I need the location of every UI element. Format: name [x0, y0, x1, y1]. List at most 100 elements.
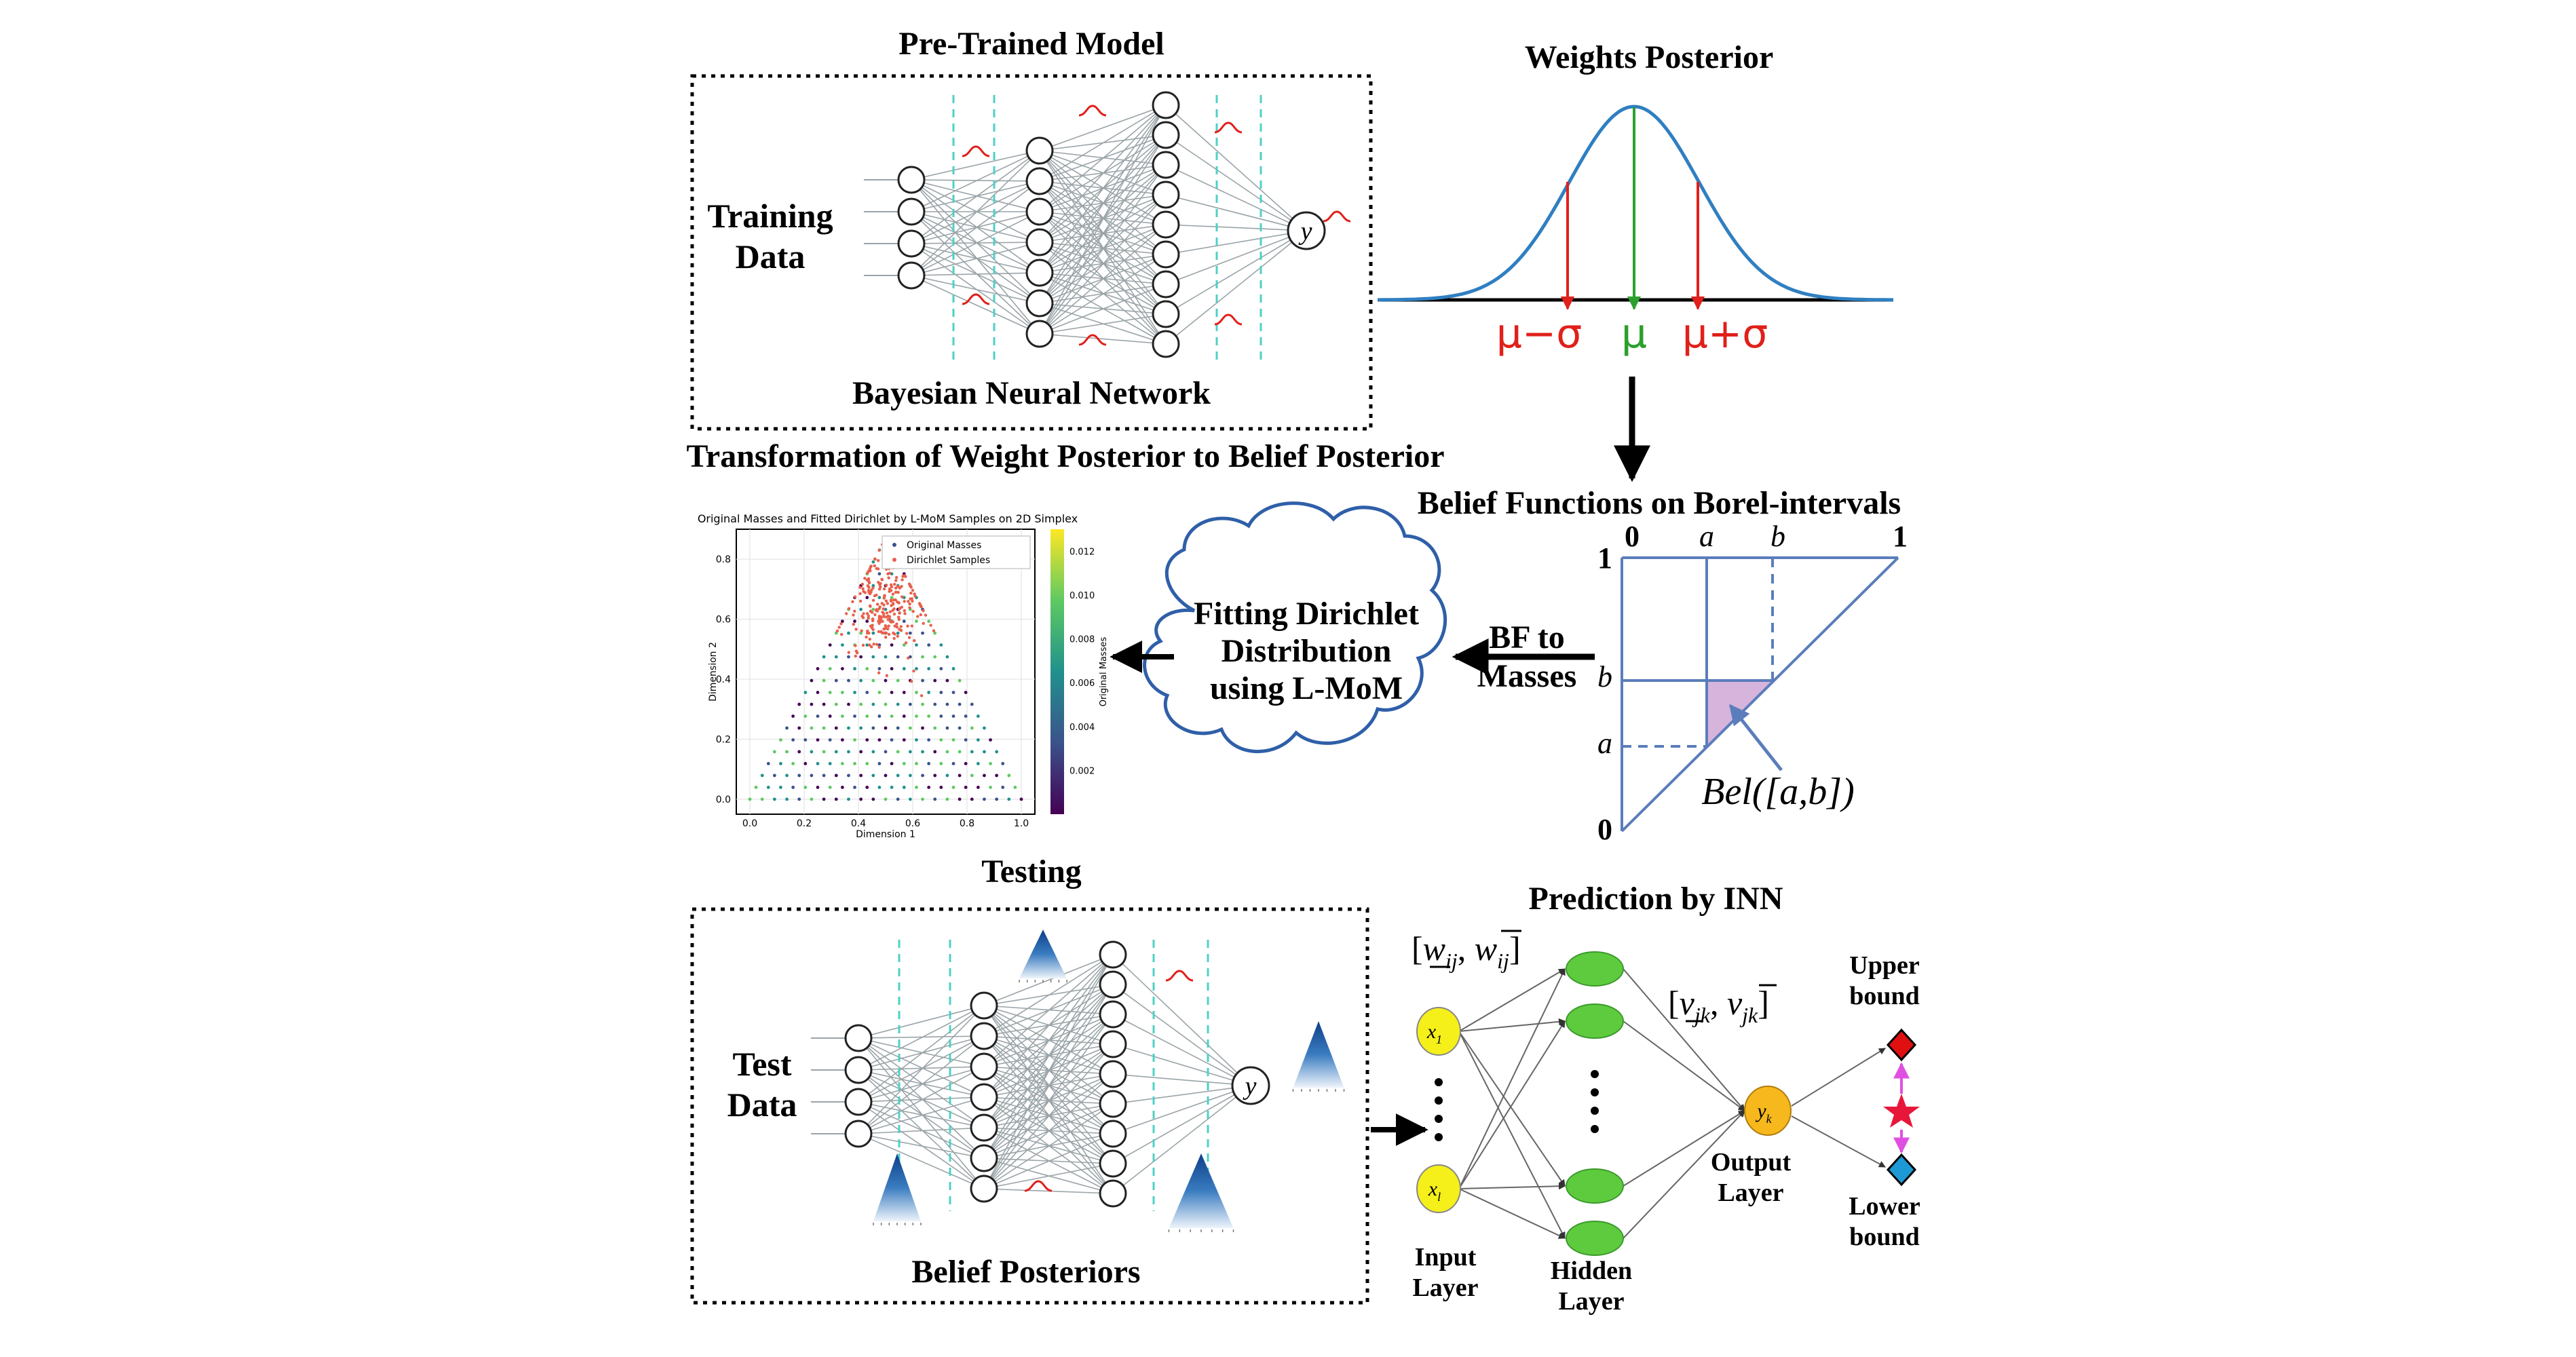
original-mass-point [927, 714, 931, 718]
original-mass-point [828, 667, 832, 670]
colorbar [1050, 529, 1064, 814]
dirichlet-sample-point [884, 627, 888, 630]
original-mass-point [927, 762, 931, 765]
dirichlet-sample-point [867, 577, 871, 581]
original-mass-point [1007, 773, 1011, 778]
cloud-line-1: Fitting Dirichlet [1194, 596, 1419, 632]
dirichlet-sample-point [854, 654, 858, 658]
network-edge [1165, 134, 1307, 231]
original-mass-point [797, 726, 801, 730]
output-symbol: y [1298, 217, 1312, 246]
original-mass-point [884, 655, 888, 659]
y-label-b: b [1597, 660, 1612, 693]
network-edge [858, 1069, 985, 1128]
dirichlet-sample-point [894, 579, 898, 582]
original-mass-point [896, 655, 900, 659]
hidden-node-2 [1566, 1004, 1624, 1039]
original-mass-point [871, 702, 875, 706]
belief-simplex-icon [873, 1153, 921, 1221]
network-edge [911, 243, 1040, 273]
original-mass-point [865, 714, 869, 718]
network-edge [911, 272, 1040, 276]
original-mass-point [908, 702, 912, 706]
dirichlet-sample-point [885, 615, 888, 619]
original-mass-point [890, 786, 894, 789]
network-edge [983, 1044, 1114, 1189]
legend-original-marker [892, 543, 896, 547]
network-edge [911, 275, 1040, 304]
dirichlet-sample-point [869, 565, 873, 568]
original-mass-point [896, 702, 900, 706]
dirichlet-sample-point [853, 609, 856, 613]
network-edge [1039, 104, 1167, 151]
dirichlet-sample-point [882, 587, 886, 591]
original-mass-point [853, 667, 856, 670]
dirichlet-sample-point [897, 617, 901, 622]
original-mass-point [840, 762, 844, 765]
network-node [1099, 970, 1127, 999]
legend-dirichlet-label: Dirichlet Samples [907, 555, 990, 566]
network-edge [911, 243, 1040, 335]
mu-plus-sigma-label: μ+σ [1682, 310, 1768, 358]
dirichlet-sample-point [881, 611, 884, 614]
dirichlet-sample-point [854, 644, 857, 647]
network-edge [1039, 333, 1167, 345]
dirichlet-sample-point [868, 643, 871, 647]
network-edge [1112, 1085, 1251, 1194]
original-mass-point [828, 714, 832, 718]
original-mass-point [908, 750, 912, 754]
network-edge [911, 211, 1040, 276]
network-node [1025, 136, 1054, 165]
dirichlet-sample-point [866, 571, 869, 575]
original-mass-point [945, 655, 949, 659]
original-mass-point [896, 631, 900, 635]
network-node [1099, 1060, 1127, 1088]
prediction-star [1883, 1094, 1920, 1128]
original-mass-point [983, 797, 986, 801]
dirichlet-sample-point [904, 641, 908, 645]
original-mass-point [995, 797, 999, 801]
simplex-scatter-chart: Original Masses and Fitted Dirichlet by … [698, 512, 1109, 840]
dirichlet-sample-point [907, 582, 911, 586]
bf-to-masses-2: Masses [1477, 658, 1577, 694]
original-mass-point [834, 797, 838, 801]
network-node [1099, 1179, 1127, 1208]
network-edge [1039, 104, 1167, 243]
dirichlet-sample-point [852, 623, 856, 626]
dirichlet-sample-point [861, 643, 865, 647]
network-node [970, 1144, 998, 1172]
dirichlet-sample-point [888, 615, 892, 618]
original-mass-point [890, 738, 894, 742]
original-mass-point [915, 714, 918, 718]
y-tick-label: 0.2 [716, 734, 731, 745]
network-edge [911, 180, 1040, 276]
colorbar-label: Original Masses [1099, 637, 1109, 707]
network-edge [983, 1073, 1114, 1189]
original-mass-point [865, 691, 869, 694]
dirichlet-sample-point [893, 632, 896, 636]
original-mass-point [760, 773, 764, 778]
dirichlet-sample-point [897, 615, 901, 619]
dirichlet-sample-point [853, 595, 857, 598]
weight-posterior-icon [962, 145, 990, 157]
original-mass-point [865, 738, 869, 742]
original-mass-point [779, 786, 782, 789]
dirichlet-sample-point [909, 597, 912, 600]
original-mass-point [810, 797, 814, 801]
belief-simplex-icon [1169, 1153, 1234, 1228]
network-edge [858, 1037, 985, 1159]
dirichlet-sample-point [894, 586, 898, 590]
network-edge [858, 1096, 985, 1103]
network-node [970, 1083, 998, 1111]
original-mass-point [1001, 786, 1005, 789]
bf-to-masses-1: BF to [1489, 619, 1565, 655]
network-node [1099, 940, 1127, 969]
original-mass-point [970, 702, 974, 706]
dirichlet-sample-point [904, 575, 907, 578]
original-mass-point [828, 786, 832, 789]
network-edge [858, 1127, 985, 1134]
original-mass-point [884, 678, 888, 683]
dirichlet-sample-point [862, 612, 865, 615]
dirichlet-sample-point [869, 590, 873, 594]
network-edge [911, 179, 1040, 273]
